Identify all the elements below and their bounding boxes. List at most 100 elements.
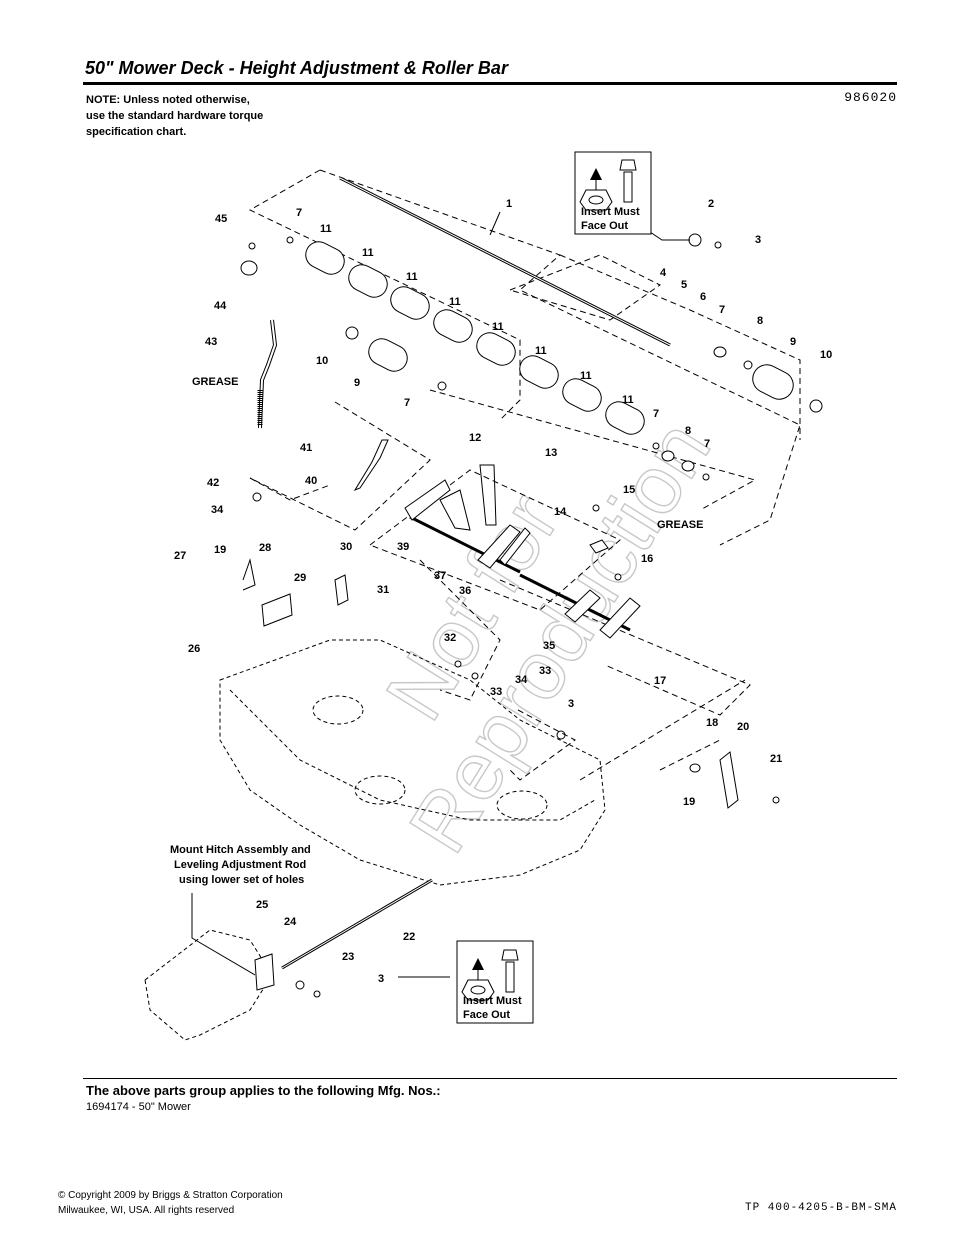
- callout-40: 40: [305, 475, 317, 487]
- pivot-shaft-39: [409, 515, 521, 574]
- doc-number: 986020: [844, 90, 897, 105]
- callout-6: 6: [700, 291, 706, 303]
- callout-5: 5: [681, 279, 687, 291]
- mount-hitch-note-line-3: using lower set of holes: [179, 874, 304, 886]
- copyright-line-1: © Copyright 2009 by Briggs & Stratton Co…: [58, 1190, 283, 1201]
- copyright: © Copyright 2009 by Briggs & Stratton Co…: [58, 1188, 283, 1218]
- callout-33: 33: [539, 665, 551, 677]
- note-line-1: NOTE: Unless noted otherwise,: [86, 94, 250, 106]
- callout-11-g: 11: [580, 370, 592, 382]
- callout-4: 4: [660, 267, 667, 279]
- grease-label-right: GREASE: [657, 519, 703, 531]
- bracket-26: [261, 593, 293, 627]
- callout-7: 7: [296, 207, 302, 219]
- callout-2: 2: [708, 198, 714, 210]
- bracket-12: [479, 464, 497, 526]
- applies-heading: The above parts group applies to the fol…: [86, 1083, 441, 1098]
- bracket-30: [334, 574, 349, 606]
- callout-22: 22: [403, 931, 415, 943]
- callout-30: 30: [340, 541, 352, 553]
- torque-note: NOTE: Unless noted otherwise, use the st…: [86, 92, 316, 140]
- bracket-40: [353, 439, 389, 492]
- mower-deck: [219, 639, 606, 886]
- callout-1: 1: [506, 198, 512, 210]
- callout-33-b: 33: [490, 686, 502, 698]
- callout-11-f: 11: [535, 345, 547, 357]
- callout-3-b: 3: [568, 698, 574, 710]
- roller-assembly-outline: [319, 169, 801, 546]
- page-title: 50" Mower Deck - Height Adjustment & Rol…: [85, 58, 508, 78]
- callout-7-b: 7: [719, 304, 725, 316]
- mfg-number: 1694174 - 50" Mower: [86, 1101, 191, 1113]
- callout-15: 15: [623, 484, 635, 496]
- mount-hitch-note-line-1: Mount Hitch Assembly and: [170, 844, 311, 856]
- callout-18: 18: [706, 717, 718, 729]
- note-line-3: specification chart.: [86, 126, 187, 138]
- callout-34: 34: [211, 504, 224, 516]
- callout-7-c: 7: [404, 397, 410, 409]
- callout-35: 35: [543, 640, 555, 652]
- copyright-line-2: Milwaukee, WI, USA. All rights reserved: [58, 1205, 235, 1216]
- callout-44: 44: [214, 300, 227, 312]
- callout-20: 20: [737, 721, 749, 733]
- callout-11-c: 11: [406, 271, 418, 283]
- callout-43: 43: [205, 336, 217, 348]
- callout-34-b: 34: [515, 674, 528, 686]
- callout-19-b: 19: [683, 796, 695, 808]
- callout-37: 37: [434, 570, 446, 582]
- pivot-arm: [404, 479, 451, 521]
- callout-12: 12: [469, 432, 481, 444]
- insert-must-label: Insert Must: [581, 206, 640, 218]
- callout-9-b: 9: [354, 377, 360, 389]
- callout-10-b: 10: [316, 355, 328, 367]
- callout-10: 10: [820, 349, 832, 361]
- callout-25: 25: [256, 899, 268, 911]
- callout-26: 26: [188, 643, 200, 655]
- callout-17: 17: [654, 675, 666, 687]
- callout-39: 39: [397, 541, 409, 553]
- rollers: [305, 241, 794, 435]
- callout-23: 23: [342, 951, 354, 963]
- face-out-label-2: Face Out: [463, 1009, 510, 1021]
- insert-box-leader-top: [649, 231, 690, 241]
- callout-32: 32: [444, 632, 456, 644]
- callout-42: 42: [207, 477, 219, 489]
- callout-27: 27: [174, 550, 186, 562]
- mount-hitch-leader: [191, 893, 256, 976]
- insert-must-label-2: Insert Must: [463, 995, 522, 1007]
- callout-11-e: 11: [492, 321, 504, 333]
- bracket-24: [254, 953, 275, 991]
- callout-9: 9: [790, 336, 796, 348]
- adjust-link-20: [719, 751, 739, 809]
- face-out-label: Face Out: [581, 220, 628, 232]
- callout-29: 29: [294, 572, 306, 584]
- callout-11-h: 11: [622, 394, 634, 406]
- callout-14: 14: [554, 506, 567, 518]
- callout-11-d: 11: [449, 296, 461, 308]
- callout-3-c: 3: [378, 973, 384, 985]
- callout-8: 8: [757, 315, 763, 327]
- callout-13: 13: [545, 447, 557, 459]
- callout-31: 31: [377, 584, 389, 596]
- callout-28: 28: [259, 542, 271, 554]
- title-rule: [83, 82, 897, 85]
- callout-leader-1: [489, 211, 501, 236]
- callout-21: 21: [770, 753, 782, 765]
- grease-label-left: GREASE: [192, 376, 238, 388]
- callout-19: 19: [214, 544, 226, 556]
- callout-45: 45: [215, 213, 227, 225]
- callout-7-d: 7: [653, 408, 659, 420]
- insert-nut-callout-bottom: Insert Must Face Out: [456, 940, 534, 1024]
- callout-3: 3: [755, 234, 761, 246]
- tp-number: TP 400-4205-B-BM-SMA: [744, 1202, 897, 1214]
- grease-fitting-14: [589, 539, 609, 554]
- callout-24: 24: [284, 916, 297, 928]
- callout-11-b: 11: [362, 247, 374, 259]
- note-line-2: use the standard hardware torque: [86, 110, 264, 122]
- hitch-assembly: [144, 929, 273, 1041]
- mount-hitch-note-line-2: Leveling Adjustment Rod: [174, 859, 306, 871]
- callout-16: 16: [641, 553, 653, 565]
- callout-11: 11: [320, 223, 332, 235]
- callout-36: 36: [459, 585, 471, 597]
